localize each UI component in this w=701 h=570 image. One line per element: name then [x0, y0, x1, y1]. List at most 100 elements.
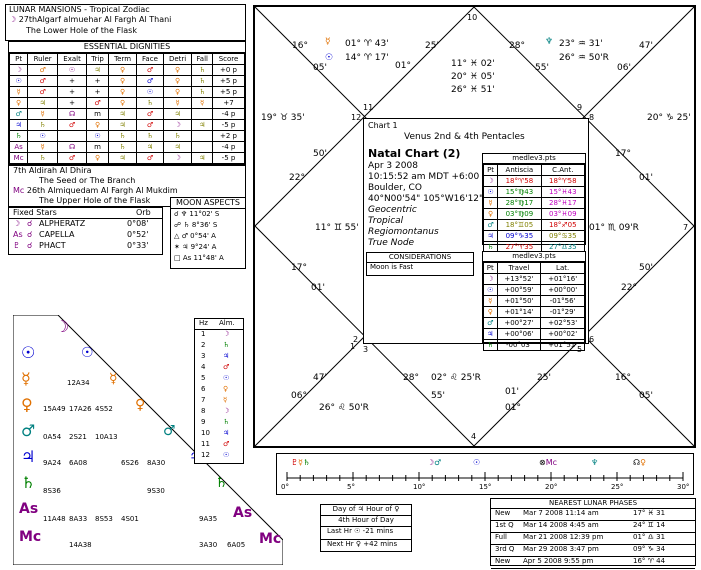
house-number: 8	[589, 113, 595, 122]
score-cell: +2 p	[212, 130, 245, 142]
score-cell: +5 p	[212, 86, 245, 98]
chart-zodiac-type: Geocentric	[368, 205, 417, 215]
pluto-icon: ♇	[291, 458, 299, 467]
antiscia-title: medlev3.pts	[483, 154, 585, 164]
venus-icon: ♀	[162, 64, 193, 76]
lunar-mansions-panel: LUNAR MANSIONS - Tropical Zodiac ☽ 27thA…	[5, 4, 246, 41]
chart-position-label: 11° ♓ 02'	[451, 59, 495, 69]
hour-number: 10	[201, 429, 210, 437]
jupiter-icon: ♃	[8, 119, 29, 131]
aspect-cell: 4S01	[121, 515, 139, 523]
conjunction-icon: ☌	[27, 219, 33, 228]
aspect-cell: 6S26	[121, 459, 139, 467]
chart-coords: 40°N00'54" 105°W16'12"	[368, 194, 484, 204]
aspect-cell: 12A34	[67, 379, 90, 387]
aspect-grid: ☽ ☉ ☿ ♀ ♂ ♃ ♄ As Mc ☉ ☿ ♀ ♂ ♃ ♄ As Mc 12…	[13, 315, 283, 565]
chart-position-label: 25'	[537, 373, 551, 383]
chart-position-label: 26° ♒ 50'R	[559, 53, 609, 63]
dignities-header: Face	[136, 53, 164, 65]
point-symbol: ☿	[482, 197, 499, 209]
ascendant-label: As	[19, 501, 39, 517]
mars-icon: ♂	[21, 421, 36, 440]
aspect-cell: 6A08	[69, 459, 88, 467]
hours-header: Hz	[199, 319, 208, 327]
point-symbol: ☽	[482, 175, 499, 187]
house-number: 4	[471, 432, 477, 441]
score-cell: -5 p	[212, 152, 245, 164]
hour-ruler-icon: ☿	[223, 396, 228, 404]
moon-icon: ☽	[9, 15, 17, 24]
phase-cell: 09° ♑ 34	[633, 545, 666, 553]
aspect-cell: 2S21	[69, 433, 87, 441]
saturn-icon: ♄	[191, 64, 213, 76]
score-cell: -4 p	[212, 141, 245, 153]
aspect-cell: 0A54	[43, 433, 62, 441]
chart-position-label: 55'	[431, 391, 445, 401]
essential-dignities-panel: ESSENTIAL DIGNITIES Pt Ruler Exalt Trip …	[8, 41, 246, 165]
sun-icon: ☉	[21, 343, 36, 362]
star-name: ALPHERATZ	[39, 219, 86, 228]
point-symbol: ♄	[483, 339, 498, 351]
mercury-icon: ☿	[8, 86, 29, 98]
natal-chart: Chart 1 Venus 2nd & 4th Pentacles Natal …	[253, 5, 696, 448]
score-cell: -4 p	[212, 108, 245, 120]
chart-position-label: 01°	[395, 61, 411, 71]
ruler-tick-label: 0°	[281, 483, 289, 491]
jupiter-icon: ♃	[21, 447, 36, 466]
chart-date: Apr 3 2008	[368, 161, 418, 171]
dignities-header: Term	[107, 53, 138, 65]
venus-icon: ♀	[8, 97, 29, 109]
latitude-value: +00°02'	[540, 328, 585, 340]
aspect-cell: 17A26	[69, 405, 92, 413]
chart-position-label: 01°	[505, 403, 521, 413]
ruler-planet-markers: ♇☿♄	[291, 458, 310, 468]
hours-row: 5☉	[195, 374, 243, 385]
fixed-star-row: ♇ ☌ PHACT 0°33'	[9, 241, 162, 252]
midheaven-label: Mc	[13, 186, 25, 195]
venus-icon: ♀	[640, 458, 646, 467]
lunar-mansions-continued: 7th Aldirah Al Dhira The Seed or The Bra…	[8, 165, 246, 207]
mars-icon: ♂	[8, 108, 29, 120]
fixed-stars-title: Fixed Stars	[13, 208, 57, 217]
venus-icon: ♀	[21, 395, 33, 414]
antiscia-header: Antiscia	[497, 164, 542, 176]
latitude-value: -01°29'	[540, 306, 585, 318]
mansion-line-3: 7th Aldirah Al Dhira	[13, 166, 92, 175]
ruler-tick-label: 5°	[347, 483, 355, 491]
hour-number: 12	[201, 451, 210, 459]
chart-position-label: ☿	[325, 37, 331, 47]
mansion-line-2: The Lower Hole of the Flask	[26, 26, 137, 35]
orb-header: Orb	[136, 208, 151, 217]
house-number: 6	[589, 335, 595, 344]
house-number: 7	[683, 223, 689, 232]
chart-position-label: 55'	[535, 63, 549, 73]
aspect-cell: 4S52	[95, 405, 113, 413]
mars-icon: ♂	[136, 64, 164, 76]
hour-number: 6	[201, 385, 206, 393]
ruler-tick-label: 10°	[413, 483, 426, 491]
hours-row: 3♃	[195, 352, 243, 363]
dignities-header: Exalt	[57, 53, 88, 65]
chart-time: 10:15:52 am MDT +6:00	[368, 172, 480, 182]
chart-position-label: 01'	[639, 173, 653, 183]
ruler-tick-label: 25°	[611, 483, 624, 491]
lunar-mansions-title: LUNAR MANSIONS - Tropical Zodiac	[9, 5, 150, 14]
chart-position-label: ♆	[545, 37, 554, 47]
house-number: 12	[351, 113, 362, 122]
chart-label: Chart 1	[368, 121, 398, 130]
point-symbol: ☽	[483, 273, 498, 285]
chart-node-type: True Node	[368, 238, 415, 248]
moon-icon: ☽	[13, 219, 21, 228]
contra-antiscia-value: 18°♐05	[540, 219, 586, 231]
next-hour: Next Hr ♀ +42 mins	[327, 540, 398, 548]
fortune-icon: ⊗	[539, 458, 546, 467]
travel-header: Travel	[496, 262, 542, 274]
venus-icon: ♀	[107, 64, 138, 76]
phase-cell: Mar 29 2008 3:47 pm	[523, 545, 599, 553]
dignities-header: Trip	[86, 53, 109, 65]
house-number: 10	[467, 13, 478, 22]
chart-position-label: 01'	[311, 283, 325, 293]
antiscia-value: 03°♍09	[497, 208, 542, 220]
